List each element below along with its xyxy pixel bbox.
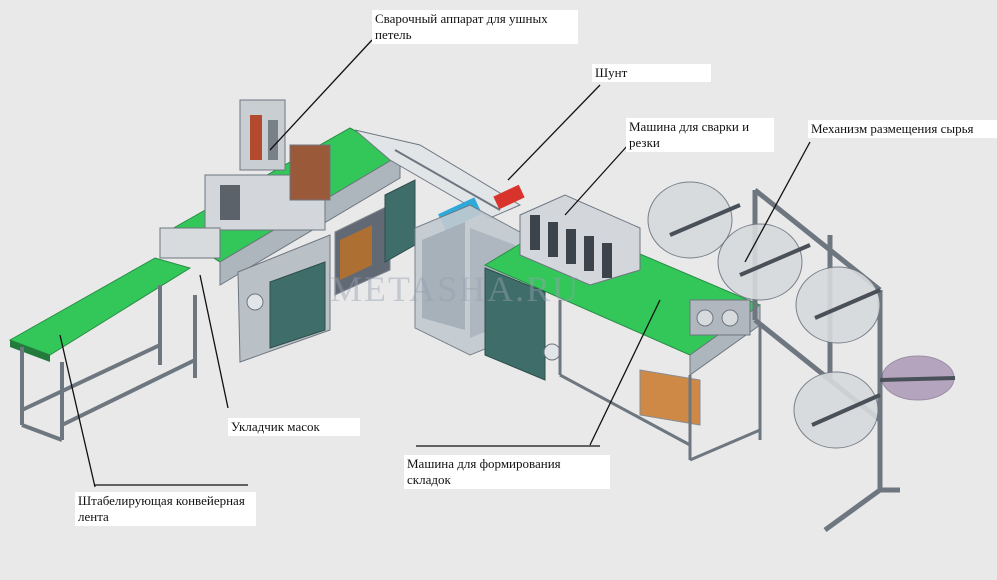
weld-cut-rollers — [530, 215, 612, 278]
leader-conveyor — [59, 334, 96, 488]
shunt-red-block — [493, 184, 525, 210]
cabinet-teal-right — [484, 267, 546, 381]
reel-axles — [669, 203, 956, 427]
reel — [795, 266, 881, 344]
leader-pleat — [589, 299, 661, 446]
label-weld-cut-machine: Машина для сварки и резки — [626, 118, 774, 152]
label-ear-loop-welder: Сварочный аппарат для ушных петель — [372, 10, 578, 44]
label-stacking-conveyor: Штабелирующая конвейерная лента — [75, 492, 256, 526]
pleat-cabinet — [639, 369, 701, 426]
label-mask-stacker: Укладчик масок — [228, 418, 360, 436]
reel — [793, 371, 879, 449]
conveyor-legs — [20, 285, 197, 442]
leader-weld-cut — [564, 144, 629, 216]
stacking-conveyor-drawing — [8, 257, 197, 442]
conveyor-belt-edge — [10, 340, 50, 362]
leader-mask-stacker — [199, 274, 229, 409]
cabinet-teal-mid — [384, 179, 416, 263]
leader-material — [744, 141, 811, 263]
reel — [717, 223, 803, 301]
conveyor-belt — [8, 257, 192, 356]
watermark: METASHA.RU — [330, 269, 581, 309]
raw-material-reels — [647, 181, 956, 533]
orange-unit — [340, 225, 372, 280]
cabinet-port — [246, 293, 264, 311]
label-material-mechanism: Механизм размещения сырья — [808, 120, 997, 138]
label-pleat-machine: Машина для формирования складок — [404, 455, 610, 489]
label-shunt: Шунт — [592, 64, 711, 82]
pleat-rollers — [689, 299, 751, 336]
weld-cut-and-pleat-section — [483, 194, 762, 462]
cabinet-teal-left — [269, 261, 326, 349]
pleat-frame — [558, 300, 762, 462]
leader-ear-loop-welder — [269, 39, 373, 151]
ear-loop-welder-drawing — [159, 99, 331, 259]
leader-lines — [59, 39, 811, 488]
cabinet-port-right — [543, 343, 561, 361]
leader-shunt — [507, 84, 601, 181]
reel — [647, 181, 733, 259]
